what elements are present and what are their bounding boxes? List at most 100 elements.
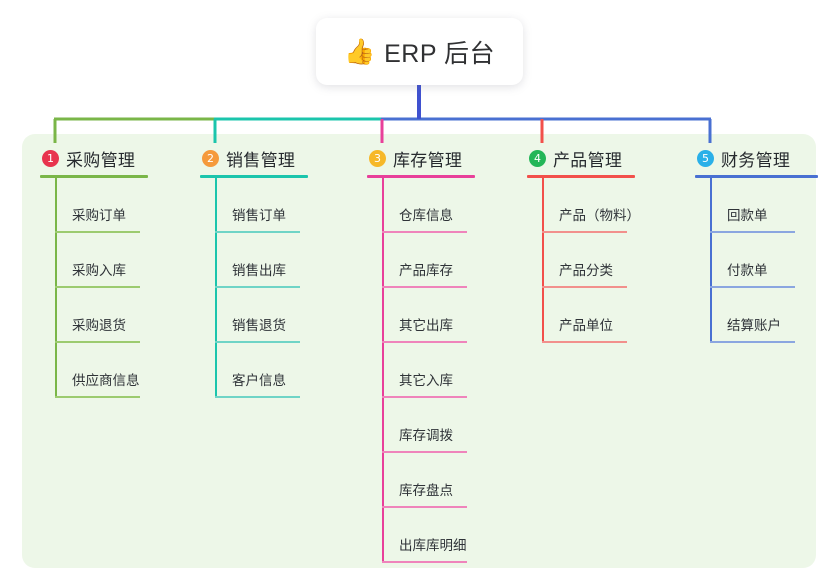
branch-item[interactable]: 产品库存 [367, 233, 517, 288]
branch-item-label: 客户信息 [232, 373, 286, 388]
branch-column-1: 1 采购管理采购订单采购入库采购退货供应商信息 [40, 146, 190, 398]
branch-header-3[interactable]: 3 库存管理 [367, 146, 517, 170]
branch-item-underline [55, 341, 140, 343]
branch-item-list: 产品（物料） 产品分类产品单位 [527, 178, 677, 343]
branch-column-3: 3 库存管理仓库信息产品库存其它出库其它入库库存调拨库存盘点出库库明细 [367, 146, 517, 563]
branch-item-label: 其它入库 [399, 373, 453, 388]
branch-item-label: 产品分类 [559, 263, 613, 278]
branch-item[interactable]: 产品单位 [527, 288, 677, 343]
branch-item-underline [55, 396, 140, 398]
branch-item-underline [382, 451, 467, 453]
branch-underline [40, 175, 148, 178]
branch-item[interactable]: 销售订单 [200, 178, 350, 233]
branch-item-underline [215, 341, 300, 343]
diagram-background-panel [22, 134, 816, 568]
branch-item[interactable]: 结算账户 [695, 288, 835, 343]
branch-item-label: 付款单 [727, 263, 768, 278]
branch-item[interactable]: 仓库信息 [367, 178, 517, 233]
branch-header-2[interactable]: 2 销售管理 [200, 146, 350, 170]
branch-item-underline [382, 506, 467, 508]
branch-title: 销售管理 [226, 150, 296, 170]
branch-item-label: 销售订单 [232, 208, 286, 223]
branch-column-4: 4 产品管理产品（物料） 产品分类产品单位 [527, 146, 677, 343]
branch-header-1[interactable]: 1 采购管理 [40, 146, 190, 170]
branch-underline [695, 175, 818, 178]
branch-item-underline [382, 231, 467, 233]
branch-item-label: 出库库明细 [399, 538, 467, 553]
branch-item-underline [382, 561, 467, 563]
branch-title: 采购管理 [66, 150, 136, 170]
branch-title: 产品管理 [553, 150, 623, 170]
branch-number-badge: 3 [369, 149, 386, 167]
branch-item-list: 销售订单销售出库销售退货客户信息 [200, 178, 350, 398]
branch-item[interactable]: 采购退货 [40, 288, 190, 343]
branch-item[interactable]: 出库库明细 [367, 508, 517, 563]
branch-item[interactable]: 其它入库 [367, 343, 517, 398]
branch-item-label: 库存盘点 [399, 483, 453, 498]
branch-item[interactable]: 销售出库 [200, 233, 350, 288]
branch-spine [542, 178, 544, 343]
branch-item-label: 销售出库 [232, 263, 286, 278]
branch-item[interactable]: 产品分类 [527, 233, 677, 288]
branch-item-label: 产品（物料） [559, 208, 640, 223]
branch-item[interactable]: 销售退货 [200, 288, 350, 343]
branch-item-list: 回款单付款单结算账户 [695, 178, 835, 343]
thumbs-up-icon: 👍 [343, 38, 376, 66]
branch-item-label: 产品库存 [399, 263, 453, 278]
branch-item-underline [55, 286, 140, 288]
branch-title: 库存管理 [393, 150, 463, 170]
branch-item-underline [542, 231, 627, 233]
branch-item[interactable]: 采购订单 [40, 178, 190, 233]
branch-item[interactable]: 付款单 [695, 233, 835, 288]
branch-item-label: 销售退货 [232, 318, 286, 333]
branch-item-label: 采购订单 [72, 208, 126, 223]
branch-underline [527, 175, 635, 178]
branch-item[interactable]: 回款单 [695, 178, 835, 233]
branch-item-underline [382, 341, 467, 343]
branch-header-4[interactable]: 4 产品管理 [527, 146, 677, 170]
branch-item-label: 供应商信息 [72, 373, 140, 388]
branch-item-underline [215, 286, 300, 288]
branch-item-underline [215, 231, 300, 233]
root-node-erp-backend[interactable]: 👍 ERP 后台 [316, 18, 523, 85]
branch-spine [382, 178, 384, 563]
branch-item-underline [710, 341, 795, 343]
branch-item-label: 采购退货 [72, 318, 126, 333]
branch-item-list: 仓库信息产品库存其它出库其它入库库存调拨库存盘点出库库明细 [367, 178, 517, 563]
branch-item-underline [382, 396, 467, 398]
branch-spine [215, 178, 217, 398]
branch-item-label: 其它出库 [399, 318, 453, 333]
branch-number-badge: 2 [202, 149, 219, 167]
branch-title: 财务管理 [721, 150, 791, 170]
branch-number-badge: 1 [42, 149, 59, 167]
branch-item-list: 采购订单采购入库采购退货供应商信息 [40, 178, 190, 398]
branch-item-underline [382, 286, 467, 288]
branch-item-label: 结算账户 [727, 318, 781, 333]
branch-item-label: 回款单 [727, 208, 768, 223]
branch-item-underline [542, 341, 627, 343]
branch-item-label: 库存调拨 [399, 428, 453, 443]
branch-spine [55, 178, 57, 398]
branch-item-underline [710, 286, 795, 288]
branch-column-2: 2 销售管理销售订单销售出库销售退货客户信息 [200, 146, 350, 398]
branch-item[interactable]: 采购入库 [40, 233, 190, 288]
branch-item-label: 产品单位 [559, 318, 613, 333]
branch-spine [710, 178, 712, 343]
branch-underline [367, 175, 475, 178]
branch-number-badge: 4 [529, 149, 546, 167]
branch-item-underline [710, 231, 795, 233]
branch-item-underline [55, 231, 140, 233]
branch-item[interactable]: 库存盘点 [367, 453, 517, 508]
branch-item[interactable]: 客户信息 [200, 343, 350, 398]
root-node-label: ERP 后台 [384, 39, 496, 68]
branch-item[interactable]: 其它出库 [367, 288, 517, 343]
branch-item[interactable]: 供应商信息 [40, 343, 190, 398]
branch-item-label: 采购入库 [72, 263, 126, 278]
branch-item[interactable]: 库存调拨 [367, 398, 517, 453]
branch-item-underline [542, 286, 627, 288]
branch-item[interactable]: 产品（物料） [527, 178, 677, 233]
